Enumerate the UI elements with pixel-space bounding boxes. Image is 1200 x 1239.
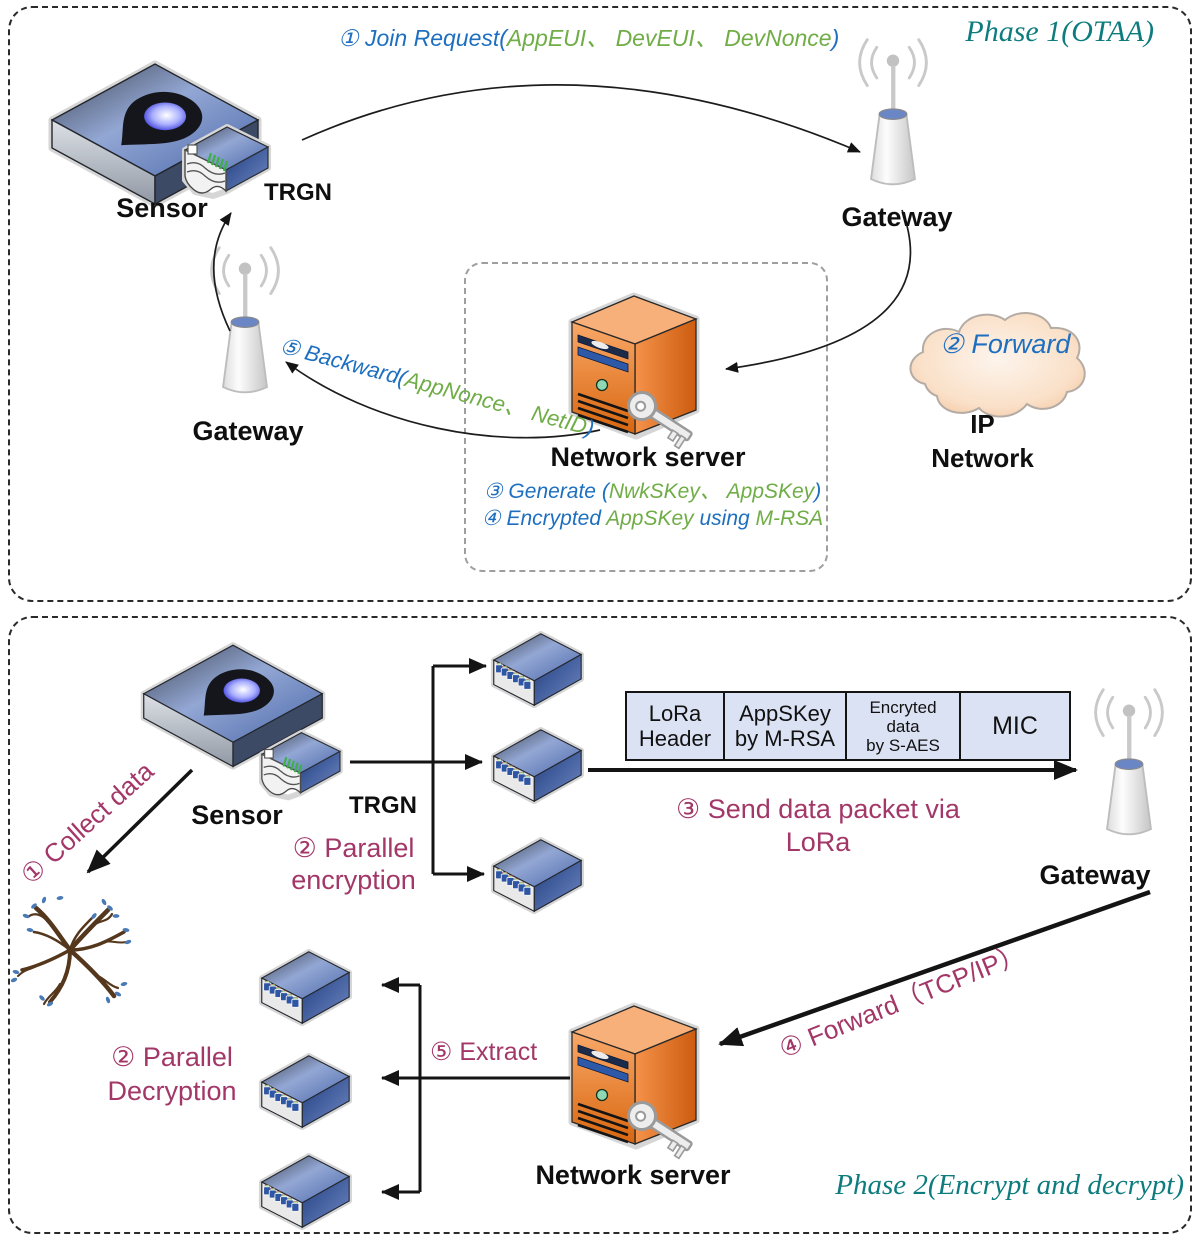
decrypt-module-2-icon <box>258 1052 352 1132</box>
packet-field-mic: MIC <box>959 691 1071 761</box>
sensor2-label: Sensor <box>191 800 283 830</box>
lora-packet-table: LoRa Header AppSKey by M-RSA Encryted da… <box>625 691 1071 761</box>
network-server2-label: Network server <box>535 1160 731 1190</box>
send-line2: LoRa <box>785 827 851 857</box>
phase1-title: Phase 1(OTAA) <box>965 15 1154 48</box>
phase2-boundary <box>8 616 1192 1234</box>
packet-field-line: by S-AES <box>866 735 940 755</box>
encrypted-seg-2: AppSKey <box>606 507 694 530</box>
packet-field-line: AppSKey <box>739 701 831 726</box>
generate-seg-3: ) <box>814 480 822 503</box>
parallel-decryption-line1: ② Parallel <box>111 1042 233 1072</box>
parallel-decryption-line2: Decryption <box>107 1076 237 1106</box>
packet-field-line: Encryted <box>869 697 937 717</box>
server-key-notes: ③ Generate (NwkSKey、 AppSKey) ④ Encrypte… <box>455 478 850 532</box>
parallel-encryption-line1: ② Parallel <box>292 833 415 863</box>
join-request-seg-3: ) <box>831 25 840 51</box>
encrypt-module-1-icon <box>490 630 584 710</box>
network-server-label: Network server <box>550 442 746 472</box>
join-request-seg-2: AppEUI、 DevEUI、 DevNonce <box>506 25 832 51</box>
trgn2-icon <box>252 726 347 806</box>
packet-field-encrypted-data: Encryted data by S-AES <box>845 691 961 761</box>
encrypt-module-3-icon <box>490 836 584 916</box>
sensor-label: Sensor <box>116 193 208 223</box>
encrypted-appskey-label: ④ Encrypted AppSKey using M-RSA <box>455 505 850 532</box>
trgn2-label: TRGN <box>349 792 417 819</box>
generate-seg-2: NwkSKey、 AppSKey <box>608 480 815 503</box>
gateway-left-label: Gateway <box>192 416 304 446</box>
decrypt-module-3-icon <box>258 1152 352 1232</box>
packet-field-lora-header: LoRa Header <box>625 691 725 761</box>
gateway-top-label: Gateway <box>841 202 953 232</box>
encrypted-seg-1: ④ Encrypted <box>481 507 607 530</box>
tree-icon <box>0 884 140 1019</box>
packet-field-line: Header <box>638 726 712 751</box>
phase2-title: Phase 2(Encrypt and decrypt) <box>835 1169 1184 1201</box>
send-data-packet-label: ③ Send data packet via LoRa <box>618 793 1018 859</box>
generate-seg-1: ③ Generate ( <box>483 480 609 503</box>
ip-network-line1: IP <box>970 409 995 439</box>
encrypted-seg-3: using <box>693 507 756 530</box>
join-request-seg-1: ① Join Request( <box>338 25 507 51</box>
ip-network-label: IP Network <box>920 407 1045 475</box>
parallel-encryption-line2: encryption <box>291 865 416 895</box>
gateway-top-icon <box>850 34 936 201</box>
packet-field-line: MIC <box>992 711 1038 740</box>
gateway2-icon <box>1086 684 1172 851</box>
generate-label: ③ Generate (NwkSKey、 AppSKey) <box>455 478 850 505</box>
packet-field-appskey: AppSKey by M-RSA <box>723 691 847 761</box>
phase1-boundary <box>8 6 1192 602</box>
encrypted-seg-4: M-RSA <box>755 507 824 530</box>
extract-label: ⑤ Extract <box>430 1038 538 1066</box>
ip-network-line2: Network <box>931 443 1034 473</box>
gateway-left-icon <box>202 242 288 409</box>
encrypt-module-2-icon <box>490 726 584 806</box>
join-request-label: ① Join Request(AppEUI、 DevEUI、 DevNonce) <box>338 19 839 53</box>
gateway2-label: Gateway <box>1039 860 1151 890</box>
network-server2-icon <box>556 996 721 1171</box>
parallel-decryption-label: ② Parallel Decryption <box>83 1040 261 1108</box>
packet-field-line: by M-RSA <box>734 726 836 751</box>
packet-field-line: data <box>886 716 920 736</box>
send-line1: ③ Send data packet via <box>676 794 960 824</box>
decrypt-module-1-icon <box>258 948 352 1028</box>
forward-cloud-label: ② Forward <box>939 329 1071 359</box>
trgn-label: TRGN <box>264 179 332 206</box>
parallel-encryption-label: ② Parallel encryption <box>276 832 431 896</box>
packet-field-line: LoRa <box>648 701 702 726</box>
